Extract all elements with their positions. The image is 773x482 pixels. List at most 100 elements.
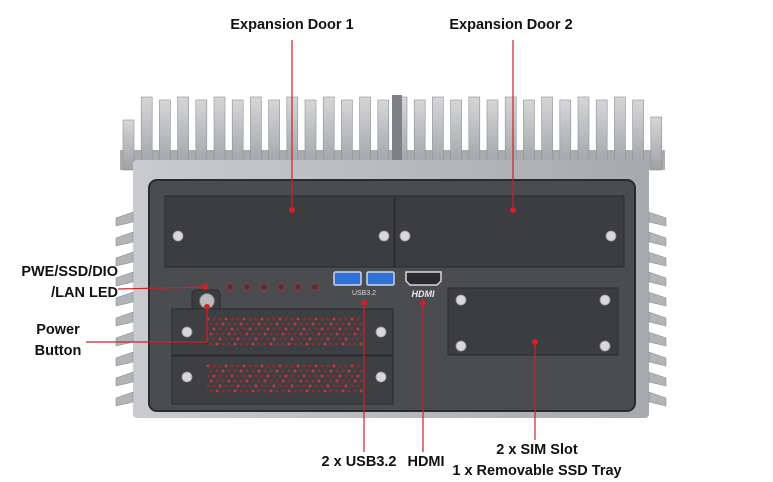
vent-hole [320, 317, 324, 321]
vent-hole [344, 364, 348, 368]
vent-hole [212, 364, 216, 368]
vent-hole [329, 322, 333, 326]
vent-hole [296, 374, 300, 378]
vent-hole [344, 374, 348, 378]
vent-hole [311, 332, 315, 336]
vent-hole [284, 374, 288, 378]
vent-hole [293, 332, 297, 336]
vent-hole [317, 389, 321, 393]
vent-hole [290, 384, 294, 388]
vent-hole [251, 369, 255, 373]
vent-hole [272, 317, 276, 321]
vent-hole [329, 389, 333, 393]
vent-hole [293, 389, 297, 393]
vent-hole [308, 327, 312, 331]
vent-hole [254, 384, 258, 388]
vent-hole [257, 322, 261, 326]
vent-hole [206, 384, 210, 388]
vent-hole [287, 369, 291, 373]
vent-hole [245, 379, 249, 383]
vent-hole [224, 374, 228, 378]
vent-holes [206, 317, 363, 393]
vent-hole [257, 342, 261, 346]
sim-ssd-tray [447, 287, 619, 356]
vent-hole [293, 342, 297, 346]
vent-hole [317, 322, 321, 326]
vent-hole [347, 332, 351, 336]
vent-hole [287, 322, 291, 326]
callout-dots [202, 207, 538, 345]
vent-hole [230, 374, 234, 378]
vent-hole [353, 342, 357, 346]
vent-hole [218, 384, 222, 388]
heatsink-fin [504, 96, 517, 171]
vent-hole [260, 384, 264, 388]
vent-hole [326, 364, 330, 368]
vent-hole [209, 332, 213, 336]
vent-hole [242, 364, 246, 368]
vent-hole [314, 327, 318, 331]
power-button [191, 289, 221, 313]
vent-hole [329, 369, 333, 373]
vent-hole [230, 317, 234, 321]
vent-hole [332, 317, 336, 321]
vent-hole [359, 322, 363, 326]
vent-hole [209, 342, 213, 346]
vent-hole [275, 322, 279, 326]
heatsink-fin [559, 99, 572, 171]
vent-hole [245, 389, 249, 393]
vent-hole [320, 374, 324, 378]
vent-hole [272, 384, 276, 388]
vent-hole [338, 374, 342, 378]
side-fin-right [648, 271, 667, 287]
vent-hole [317, 332, 321, 336]
vent-hole [293, 379, 297, 383]
vent-hole [335, 322, 339, 326]
vent-hole [326, 374, 330, 378]
vent-hole [233, 389, 237, 393]
vent-hole [320, 327, 324, 331]
vent-hole [314, 374, 318, 378]
vent-hole [218, 364, 222, 368]
hdmi-logo: HDMI [412, 289, 435, 299]
side-fin-left [115, 271, 134, 287]
vent-hole [224, 384, 228, 388]
vent-hole [218, 337, 222, 341]
usb-ports: USB3.2 [333, 271, 395, 297]
side-fin-right [648, 251, 667, 267]
vent-hole [290, 364, 294, 368]
vent-hole [272, 327, 276, 331]
vent-hole [284, 337, 288, 341]
vent-hole [350, 374, 354, 378]
heatsink-fin [231, 99, 244, 171]
vent-hole [353, 379, 357, 383]
side-fin-left [115, 331, 134, 347]
vent-hole [326, 337, 330, 341]
vent-hole [263, 389, 267, 393]
label-hdmi: HDMI [407, 454, 445, 470]
vent-hole [245, 342, 249, 346]
heatsink-fin [595, 99, 608, 171]
vent-hole [239, 342, 243, 346]
heatsink-fin [450, 99, 462, 171]
vent-hole [260, 337, 264, 341]
vent-hole [269, 332, 273, 336]
vent-hole [278, 374, 282, 378]
vent-hole [299, 389, 303, 393]
vent-hole [284, 364, 288, 368]
vent-hole [335, 389, 339, 393]
vent-hole [305, 369, 309, 373]
vent-hole [341, 379, 345, 383]
vent-hole [227, 342, 231, 346]
vent-hole [236, 317, 240, 321]
heatsink-fin [122, 119, 135, 171]
vent-hole [263, 369, 267, 373]
side-fin-left [115, 291, 134, 307]
vent-hole [350, 384, 354, 388]
label-sim-ssd: 2 x SIM Slot 1 x Removable SSD Tray [452, 440, 622, 482]
heatsink-fin [413, 99, 426, 171]
vent-hole [248, 337, 252, 341]
vent-hole [338, 364, 342, 368]
vent-hole [347, 379, 351, 383]
